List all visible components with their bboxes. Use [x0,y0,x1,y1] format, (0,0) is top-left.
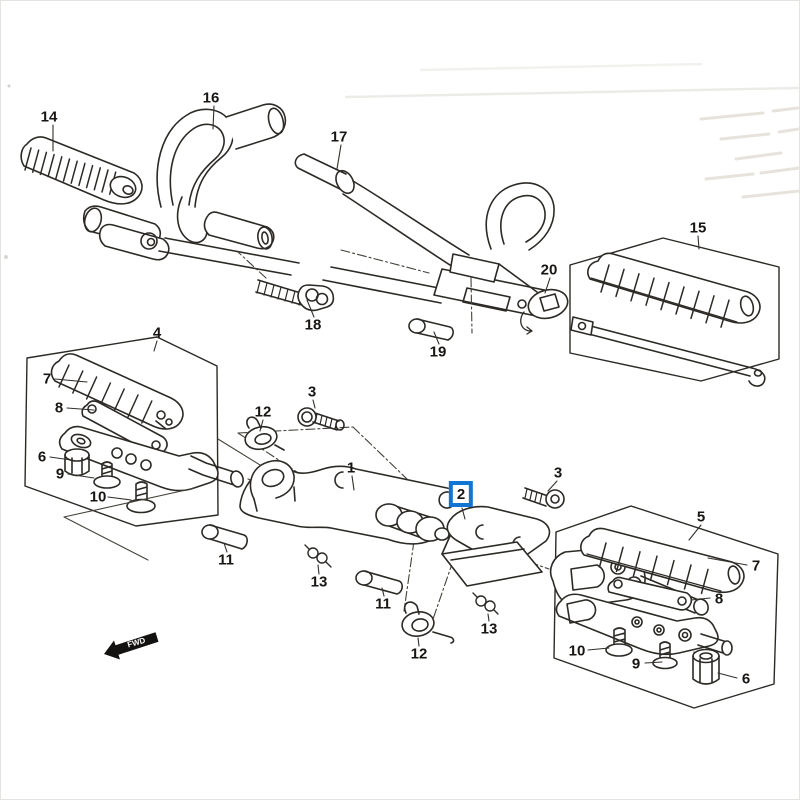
callout-part-9[interactable]: 9 [631,655,641,673]
callout-part-4[interactable]: 4 [152,324,162,342]
callout-part-2-selected[interactable]: 2 [448,481,474,507]
part-12-spring-bottom [401,601,455,644]
callout-part-19[interactable]: 19 [429,343,447,361]
callout-part-6[interactable]: 6 [741,670,751,688]
callout-part-9[interactable]: 9 [55,465,65,483]
callout-part-12[interactable]: 12 [254,403,272,421]
fwd-direction-arrow: FWD [104,632,159,660]
callout-part-7[interactable]: 7 [42,370,52,388]
part-14-footrest-pad [20,136,170,261]
callout-part-10[interactable]: 10 [568,642,586,660]
part-11-pin-left [201,524,248,550]
part-18-bolt [255,279,335,312]
callout-part-13[interactable]: 13 [310,573,328,591]
callout-part-17[interactable]: 17 [330,128,348,146]
part-13-clip-center [472,592,499,615]
callout-part-3[interactable]: 3 [307,383,317,401]
faded-print-artifacts [4,62,799,259]
frame-bar [158,237,450,304]
callout-part-11[interactable]: 11 [375,595,391,613]
callout-part-14[interactable]: 14 [40,108,58,126]
part-2-bracket-selected [441,505,551,587]
part-3-bolt-right [522,487,565,509]
part-11-pin-center [355,570,403,595]
callout-part-18[interactable]: 18 [304,316,322,334]
part-17-arm [294,153,555,319]
part-19-pin [408,318,454,341]
part-3-bolt-upper [297,407,345,431]
detail-box-5 [553,505,779,709]
callout-part-15[interactable]: 15 [689,219,707,237]
callout-leader-lines [49,105,748,679]
part-12-spring-upper [244,416,285,451]
part-5-footrest-kit-right [555,527,745,685]
callout-part-6[interactable]: 6 [37,448,47,466]
callout-part-12[interactable]: 12 [410,645,428,663]
detail-box-15 [569,237,780,382]
detail-box-4 [24,336,219,527]
callout-part-3[interactable]: 3 [553,464,563,482]
callout-part-8[interactable]: 8 [54,399,64,417]
callout-part-10[interactable]: 10 [89,488,107,506]
callout-part-1[interactable]: 1 [346,459,356,477]
callout-part-8[interactable]: 8 [714,590,724,608]
part-15-footrest-assembly [570,252,766,387]
callout-part-16[interactable]: 16 [202,89,220,107]
callout-part-13[interactable]: 13 [480,620,498,638]
part-20-washer [520,288,569,335]
part-4-footrest-kit-left [50,353,244,514]
callout-part-20[interactable]: 20 [540,261,558,279]
callout-part-5[interactable]: 5 [696,508,706,526]
part-13-clip-left [304,544,332,568]
callout-part-7[interactable]: 7 [751,557,761,575]
callout-part-11[interactable]: 11 [218,551,234,569]
part-16-bracket [156,103,287,250]
